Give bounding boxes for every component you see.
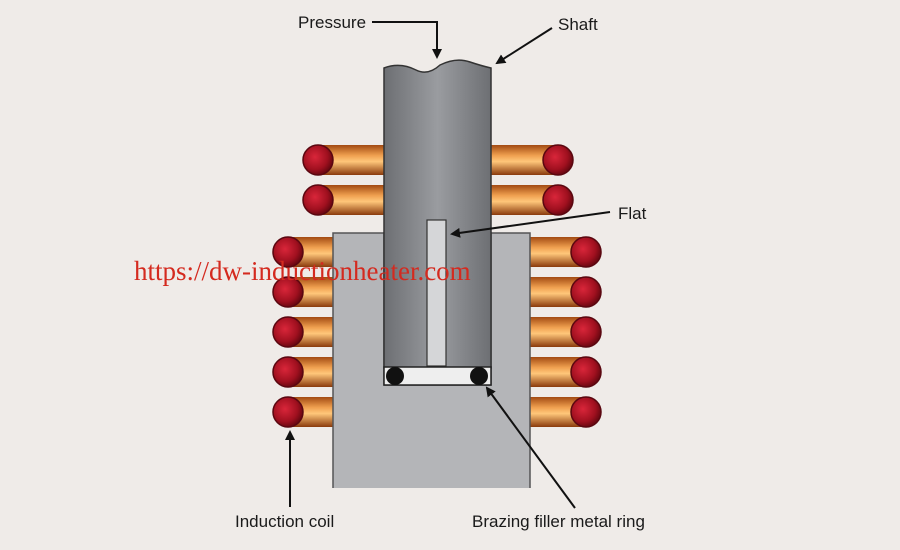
brazing-ring-left	[386, 367, 404, 385]
brazing-ring-right	[470, 367, 488, 385]
coil-upper-right-2	[485, 184, 574, 216]
brazing-ring-band	[383, 366, 492, 386]
shaft	[383, 59, 492, 369]
shaft-label: Shaft	[558, 15, 598, 34]
brazing-ring-arrow	[485, 386, 576, 509]
watermark-url: https://dw-inductionheater.com	[134, 256, 471, 286]
coil-upper-left-2	[302, 184, 388, 216]
shaft-flat	[426, 219, 447, 367]
pressure-label: Pressure	[298, 13, 366, 32]
coil-upper-right-1	[485, 144, 574, 176]
coil-lower-left	[272, 236, 338, 428]
shaft-arrow	[495, 27, 553, 65]
pressure-arrow	[372, 21, 442, 59]
flat-arrow	[450, 211, 611, 238]
induction-coil-label: Induction coil	[235, 512, 334, 531]
coil-upper-left-1	[302, 144, 388, 176]
flat-label: Flat	[618, 204, 647, 223]
coil-lower-right	[525, 236, 602, 428]
brazing-ring-label: Brazing filler metal ring	[472, 512, 645, 531]
